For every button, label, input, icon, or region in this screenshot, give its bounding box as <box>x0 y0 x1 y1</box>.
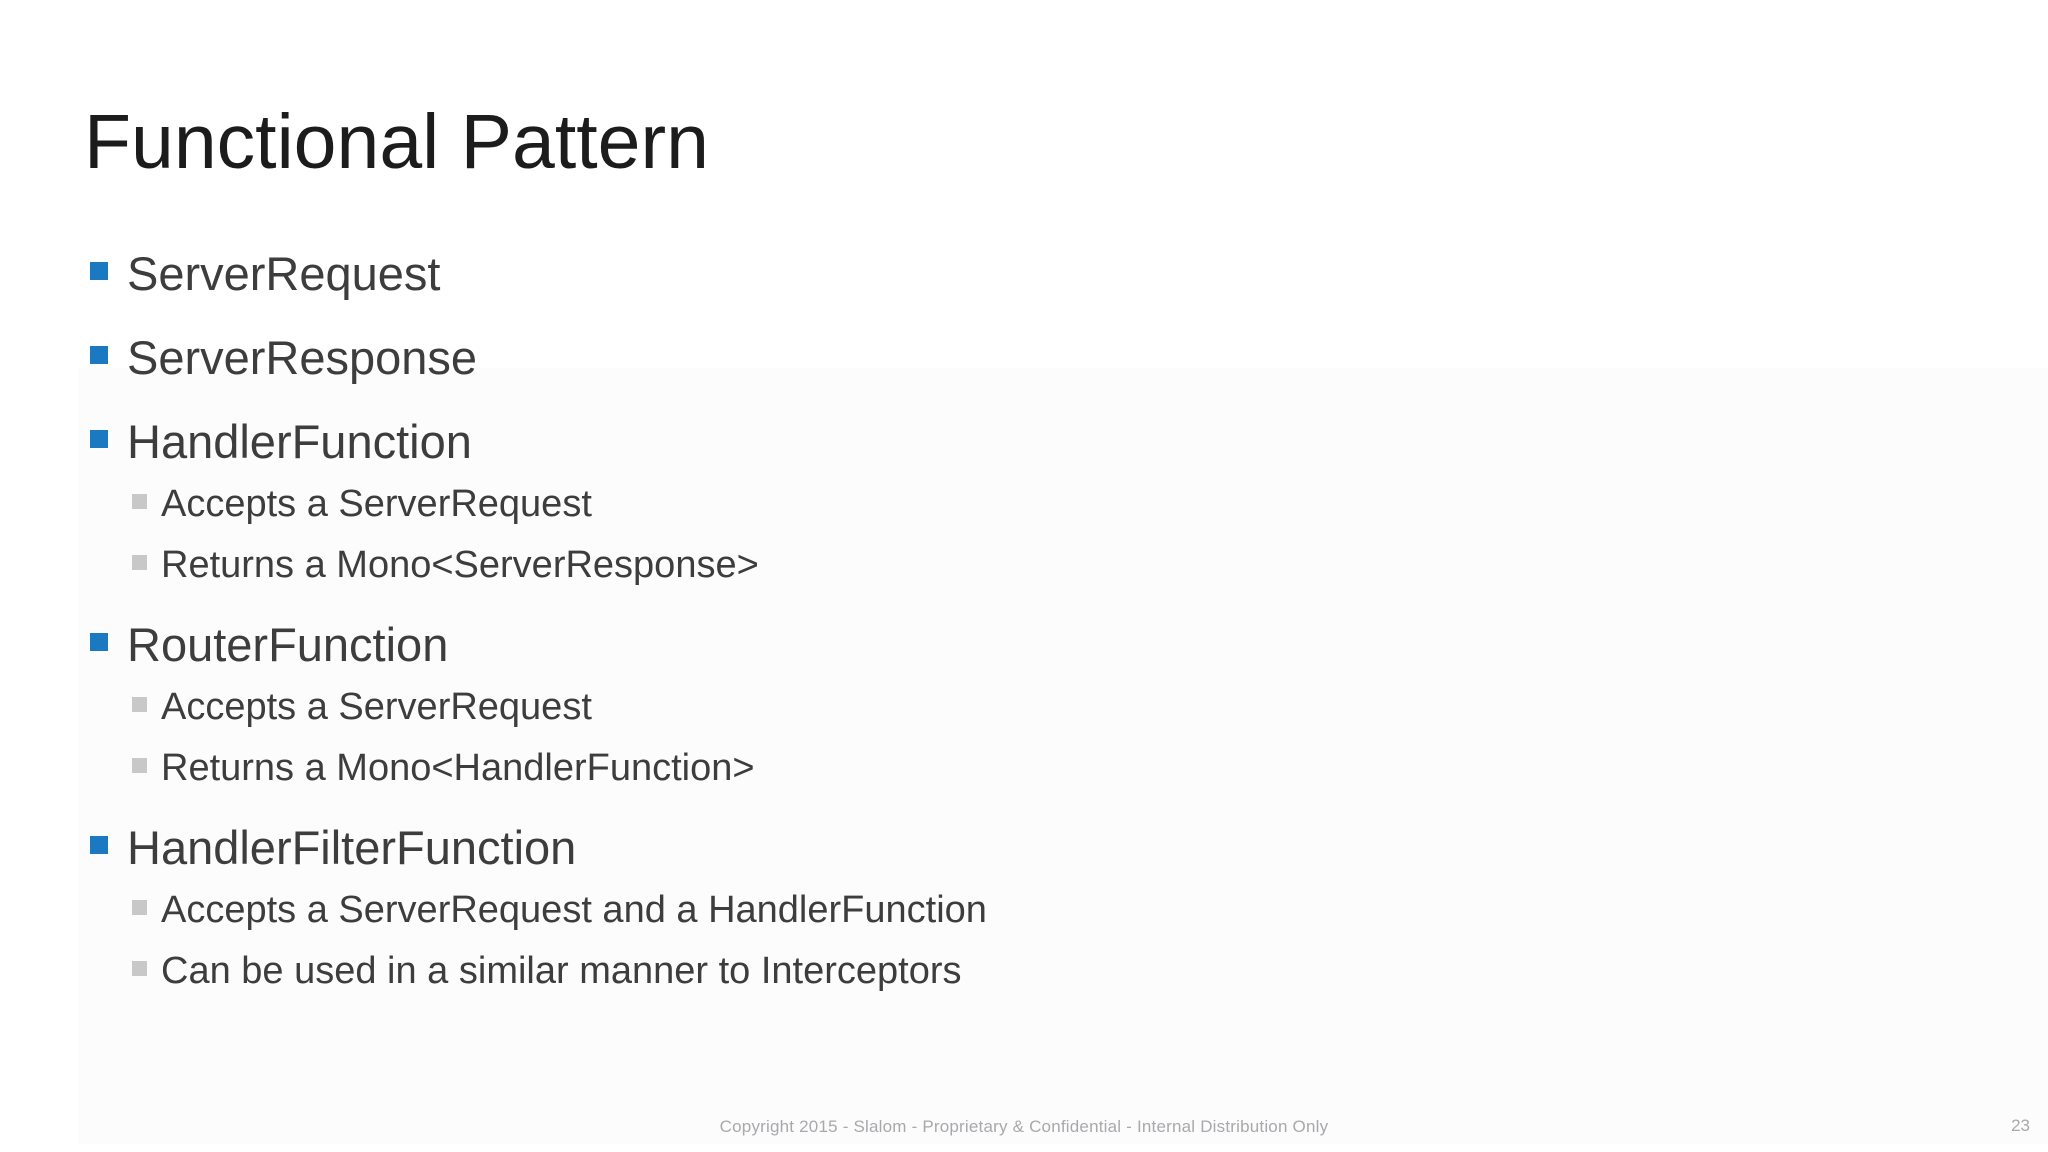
sub-bullet-item: Accepts a ServerRequest <box>90 685 1968 729</box>
sub-bullet-item: Accepts a ServerRequest <box>90 482 1968 526</box>
sub-bullet-item: Returns a Mono<ServerResponse> <box>90 543 1968 587</box>
sub-bullet-square-icon <box>132 960 147 976</box>
sub-bullet-label: Accepts a ServerRequest <box>161 483 592 525</box>
bullet-label: HandlerFunction <box>127 415 472 468</box>
bullet-square-icon <box>90 633 108 651</box>
bullet-label: ServerResponse <box>127 331 478 384</box>
sub-bullet-label: Can be used in a similar manner to Inter… <box>161 950 962 992</box>
bullet-square-icon <box>90 836 108 854</box>
page-title: Functional Pattern <box>84 98 709 185</box>
sub-bullet-label: Returns a Mono<HandlerFunction> <box>161 747 755 789</box>
sub-bullet-label: Returns a Mono<ServerResponse> <box>161 544 759 586</box>
footer-copyright: Copyright 2015 - Slalom - Proprietary & … <box>719 1117 1329 1136</box>
page-number: 23 <box>2011 1116 2030 1135</box>
bullet-label: HandlerFilterFunction <box>127 821 577 874</box>
sub-bullet-square-icon <box>132 554 147 570</box>
sub-bullet-square-icon <box>132 696 147 712</box>
bullet-item: HandlerFunction <box>90 414 1968 470</box>
bullet-item: RouterFunction <box>90 617 1968 673</box>
sub-bullet-square-icon <box>132 493 147 509</box>
sub-bullet-square-icon <box>132 899 147 915</box>
bullet-list: ServerRequest ServerResponse HandlerFunc… <box>90 246 1968 993</box>
bullet-item: ServerResponse <box>90 330 1968 386</box>
bullet-item: ServerRequest <box>90 246 1968 302</box>
sub-bullet-item: Can be used in a similar manner to Inter… <box>90 949 1968 993</box>
sub-bullet-square-icon <box>132 757 147 773</box>
bullet-item: HandlerFilterFunction <box>90 820 1968 876</box>
bullet-label: ServerRequest <box>127 247 441 300</box>
sub-bullet-item: Accepts a ServerRequest and a HandlerFun… <box>90 888 1968 932</box>
sub-bullet-item: Returns a Mono<HandlerFunction> <box>90 746 1968 790</box>
bullet-square-icon <box>90 262 108 280</box>
bullet-label: RouterFunction <box>127 618 449 671</box>
content-panel <box>78 368 2048 1144</box>
bullet-square-icon <box>90 346 108 364</box>
bullet-square-icon <box>90 430 108 448</box>
sub-bullet-label: Accepts a ServerRequest and a HandlerFun… <box>161 889 987 931</box>
sub-bullet-label: Accepts a ServerRequest <box>161 686 592 728</box>
